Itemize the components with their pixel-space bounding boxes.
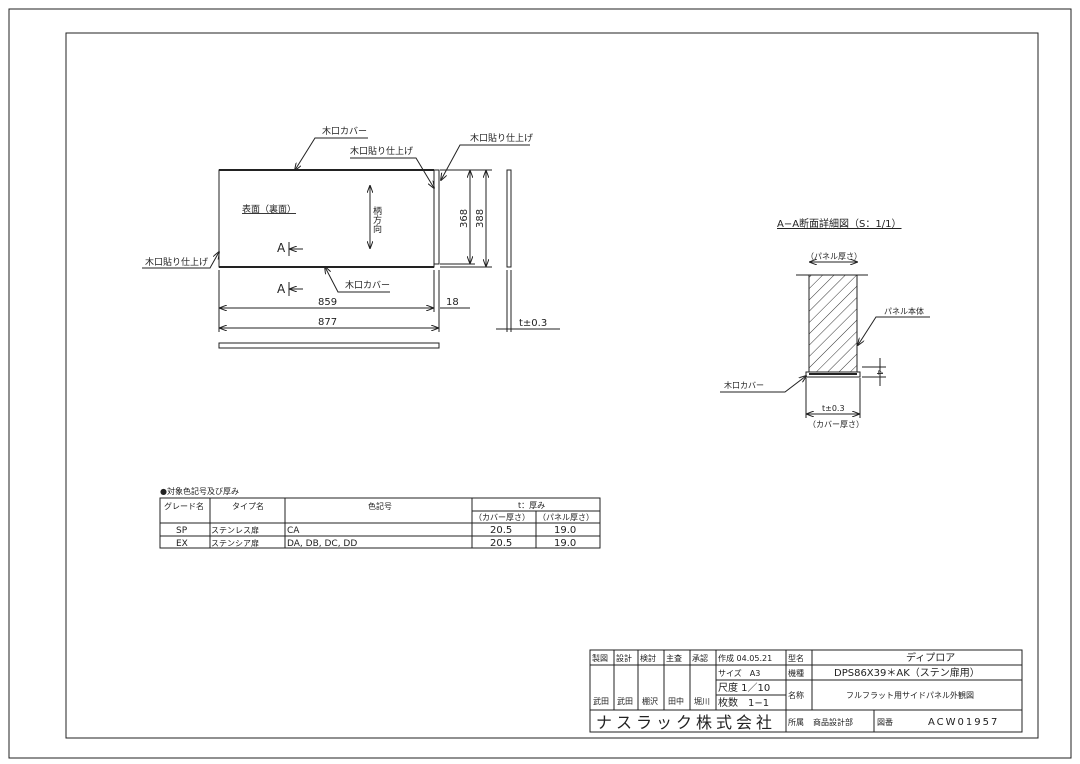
scale: 尺度 1／10 bbox=[718, 681, 770, 694]
name-label: 名称 bbox=[788, 690, 804, 700]
department: 商品設計部 bbox=[813, 717, 853, 727]
inner-frame bbox=[65, 32, 1039, 739]
front-view: 木口カバー 木口貼り仕上げ 木口貼り仕上げ 木口貼り仕上げ 木口カバー 表面（裏… bbox=[142, 125, 560, 349]
label-edge-finish-inner: 木口貼り仕上げ bbox=[350, 145, 413, 157]
svg-text:設計: 設計 bbox=[616, 653, 632, 663]
svg-text:堀川: 堀川 bbox=[694, 697, 710, 706]
drawing-name: フルフラット用サイドパネル外観図 bbox=[846, 690, 974, 700]
panel-body-hatch bbox=[808, 274, 858, 373]
table-row: EX ステンシア扉 DA, DB, DC, DD 20.5 19.0 bbox=[176, 538, 576, 549]
section-mark-a-top: A bbox=[277, 241, 286, 255]
type-value: DPS86X39＊AK（ステン扉用） bbox=[834, 666, 980, 679]
sheet-count: 枚数 1−1 bbox=[718, 696, 769, 709]
svg-text:棚沢: 棚沢 bbox=[642, 696, 658, 706]
label-panel-body: パネル本体 bbox=[884, 306, 924, 316]
svg-text:田中: 田中 bbox=[668, 696, 684, 706]
dim-859: 859 bbox=[318, 297, 337, 308]
svg-text:20.5: 20.5 bbox=[490, 525, 512, 536]
outer-frame bbox=[8, 8, 1072, 759]
section-title: A−A断面詳細図（S：1/1） bbox=[777, 217, 902, 230]
svg-text:CA: CA bbox=[287, 526, 300, 536]
header-thickness: t：厚み bbox=[518, 501, 545, 510]
header-type: タイプ名 bbox=[232, 501, 264, 511]
dim-388: 388 bbox=[475, 209, 486, 228]
title-block: 製図 設計 検討 主査 承認 武田 武田 棚沢 田中 堀川 作成 04.05.2… bbox=[589, 649, 1023, 733]
header-cover-thickness: （カバー厚さ） bbox=[474, 513, 530, 522]
dim-t-section: t±0.3 bbox=[822, 404, 845, 413]
dim-thickness: t±0.3 bbox=[519, 318, 547, 329]
svg-text:武田: 武田 bbox=[593, 696, 609, 706]
svg-text:主査: 主査 bbox=[666, 653, 682, 663]
type-label: 機種 bbox=[788, 668, 804, 678]
model-label: 型名 bbox=[788, 653, 804, 663]
dept-label: 所属 bbox=[788, 717, 804, 727]
dim-18: 18 bbox=[446, 297, 459, 308]
svg-text:武田: 武田 bbox=[617, 696, 633, 706]
edge-cover-section bbox=[805, 371, 861, 378]
section-view: A−A断面詳細図（S：1/1） （パネル厚さ） パネル本体 木口カバー 4 t±… bbox=[720, 217, 930, 429]
header-color-code: 色記号 bbox=[368, 501, 392, 511]
label-grain-direction: 柄方向 bbox=[371, 205, 382, 233]
role-headers: 製図 設計 検討 主査 承認 bbox=[592, 653, 708, 663]
svg-text:ステンシア扉: ステンシア扉 bbox=[211, 538, 259, 548]
model-name: ディプロア bbox=[906, 651, 955, 664]
company-name: ナスラック株式会社 bbox=[596, 713, 776, 732]
panel-outline bbox=[218, 169, 435, 268]
header-grade: グレード名 bbox=[164, 501, 204, 511]
table-title: ●対象色記号及び厚み bbox=[160, 486, 239, 496]
svg-text:検討: 検討 bbox=[640, 653, 656, 663]
approval-stamps: 武田 武田 棚沢 田中 堀川 bbox=[593, 696, 710, 706]
created-date: 作成 04.05.21 bbox=[718, 653, 772, 663]
svg-text:EX: EX bbox=[176, 539, 188, 549]
svg-text:SP: SP bbox=[176, 526, 188, 536]
header-panel-thickness: （パネル厚さ） bbox=[538, 513, 594, 522]
svg-text:20.5: 20.5 bbox=[490, 538, 512, 549]
side-view bbox=[506, 169, 512, 268]
table-row: SP ステンレス扉 CA 20.5 19.0 bbox=[176, 525, 576, 536]
label-edge-finish-right: 木口貼り仕上げ bbox=[470, 132, 533, 144]
drawing-no-label: 図番 bbox=[877, 717, 893, 727]
svg-text:19.0: 19.0 bbox=[554, 525, 576, 536]
color-thickness-table: ●対象色記号及び厚み グレード名 タイプ名 色記号 t：厚み （カバー厚さ） （… bbox=[159, 486, 601, 549]
label-edge-cover: 木口カバー bbox=[724, 380, 764, 390]
drawing-number: ACW01957 bbox=[928, 717, 999, 728]
label-edge-cover-bottom: 木口カバー bbox=[345, 279, 390, 291]
svg-text:ステンレス扉: ステンレス扉 bbox=[211, 525, 259, 535]
svg-text:製図: 製図 bbox=[592, 653, 608, 663]
dim-4: 4 bbox=[875, 370, 884, 375]
label-cover-thickness: （カバー厚さ） bbox=[808, 420, 864, 429]
sheet-size: サイズ A3 bbox=[718, 668, 760, 678]
label-edge-finish-left: 木口貼り仕上げ bbox=[145, 256, 208, 268]
dim-877: 877 bbox=[318, 317, 337, 328]
bottom-view bbox=[218, 342, 440, 349]
label-edge-cover-top: 木口カバー bbox=[322, 125, 367, 137]
svg-text:19.0: 19.0 bbox=[554, 538, 576, 549]
svg-text:承認: 承認 bbox=[692, 653, 708, 663]
side-edge bbox=[433, 169, 440, 265]
label-surface: 表面（裏面） bbox=[242, 203, 296, 215]
svg-text:DA, DB, DC, DD: DA, DB, DC, DD bbox=[287, 539, 357, 549]
label-panel-thickness: （パネル厚さ） bbox=[806, 252, 862, 261]
dim-368: 368 bbox=[459, 209, 470, 228]
section-mark-a-bottom: A bbox=[277, 282, 286, 296]
